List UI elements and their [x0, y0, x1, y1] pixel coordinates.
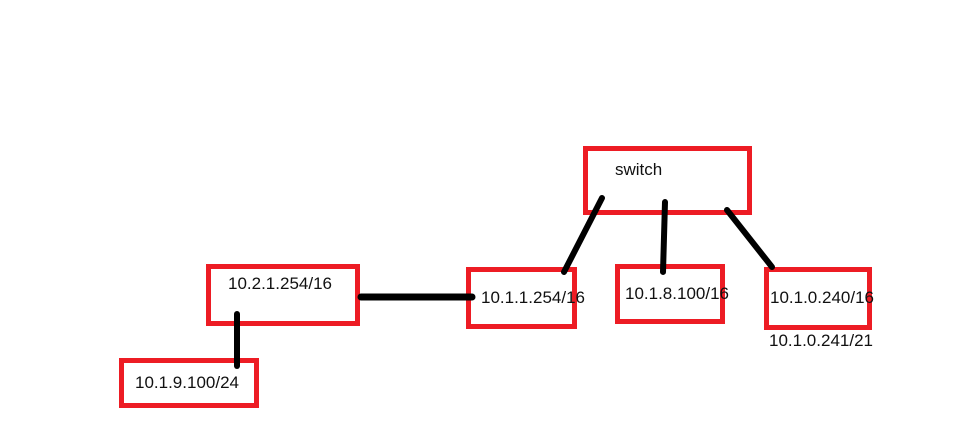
annotation-10-1-0-241-21: 10.1.0.241/21	[769, 331, 873, 350]
node-10-1-0-240-16: 10.1.0.240/16	[764, 267, 874, 330]
node-10-2-1-254-16: 10.2.1.254/16	[206, 264, 360, 326]
node-10-1-8-100-16: 10.1.8.100/16	[615, 264, 729, 324]
node-switch: switch	[583, 146, 752, 215]
edge-switch-to-10-1-0-240	[724, 207, 775, 270]
node-10-1-1-254-16: 10.1.1.254/16	[466, 267, 585, 329]
node-10-1-9-100-24: 10.1.9.100/24	[119, 358, 259, 408]
